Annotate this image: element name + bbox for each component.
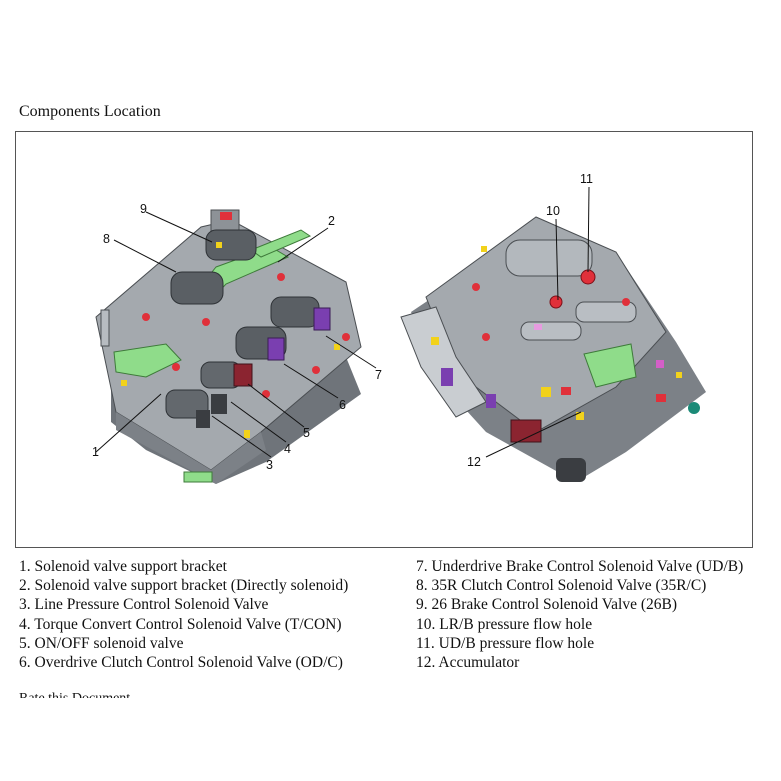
legend-item: 4. Torque Convert Control Solenoid Valve… <box>19 615 342 633</box>
callout-10: 10 <box>546 204 560 218</box>
legend-item: 6. Overdrive Clutch Control Solenoid Val… <box>19 654 343 672</box>
legend-item: 5. ON/OFF solenoid valve <box>19 634 184 652</box>
legend-item: 8. 35R Clutch Control Solenoid Valve (35… <box>416 577 707 595</box>
callout-11: 11 <box>580 172 593 186</box>
callout-3: 3 <box>266 458 273 472</box>
legend-item: 3. Line Pressure Control Solenoid Valve <box>19 596 269 614</box>
leader-lines <box>95 186 590 458</box>
legend-item: 2. Solenoid valve support bracket (Direc… <box>19 577 349 595</box>
valve-body-left-illustration <box>95 209 362 484</box>
callout-8: 8 <box>103 232 110 246</box>
callout-9: 9 <box>140 202 147 216</box>
callout-1: 1 <box>92 445 99 459</box>
callout-2: 2 <box>328 214 335 228</box>
legend-left: 1. Solenoid valve support bracket 2. Sol… <box>19 557 348 672</box>
callout-6: 6 <box>339 398 346 412</box>
legend-item: 7. Underdrive Brake Control Solenoid Val… <box>416 558 744 575</box>
valve-body-right-illustration <box>400 216 706 482</box>
callout-7: 7 <box>375 368 382 382</box>
components-figure: 1 2 3 4 5 6 7 8 9 10 11 12 <box>15 131 753 548</box>
page-title: Components Location <box>19 103 161 120</box>
legend-item: 1. Solenoid valve support bracket <box>19 558 227 575</box>
callout-4: 4 <box>284 442 291 456</box>
callout-12: 12 <box>467 455 481 469</box>
legend-right: 7. Underdrive Brake Control Solenoid Val… <box>416 557 743 672</box>
legend-item: 11. UD/B pressure flow hole <box>416 634 595 652</box>
legend-item: 10. LR/B pressure flow hole <box>416 615 593 633</box>
rate-document-link[interactable]: Rate this Document <box>19 692 219 698</box>
legend-item: 9. 26 Brake Control Solenoid Valve (26B) <box>416 596 678 614</box>
callout-5: 5 <box>303 426 310 440</box>
legend-item: 12. Accumulator <box>416 654 520 672</box>
